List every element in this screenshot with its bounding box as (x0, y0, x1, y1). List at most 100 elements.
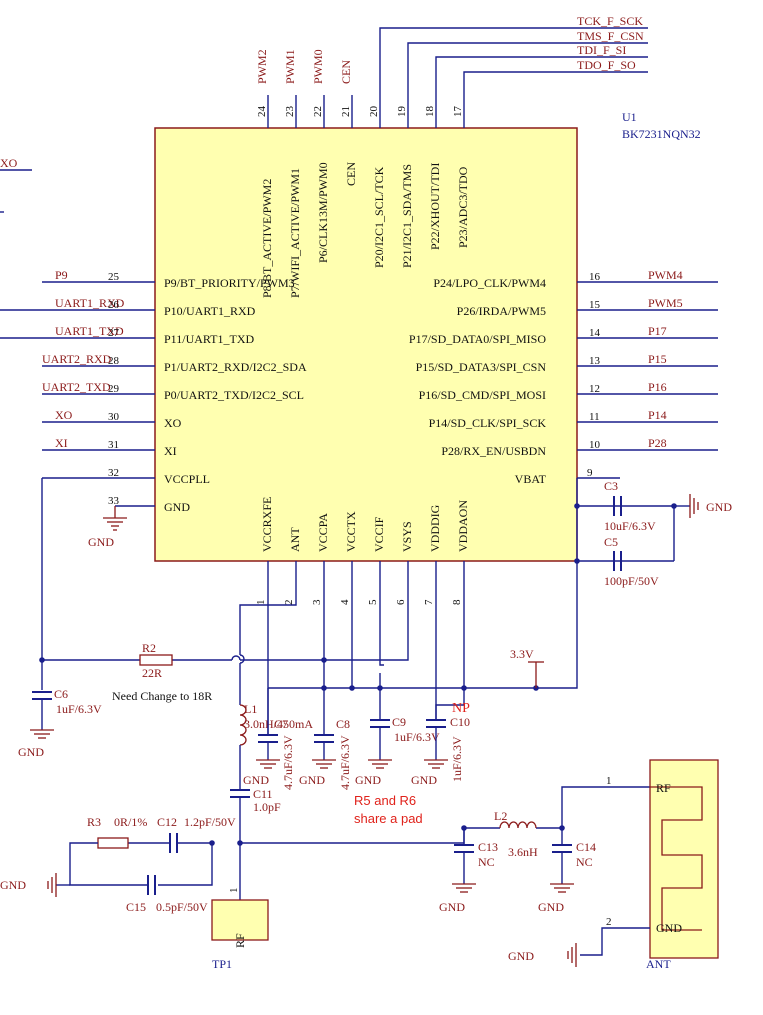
svg-text:XO: XO (55, 408, 73, 422)
pin-21: CEN 21 CEN (339, 60, 358, 186)
capacitor-c14: C14 NC GND (538, 828, 596, 914)
svg-text:23: 23 (284, 106, 296, 118)
svg-text:4.7uF/6.3V: 4.7uF/6.3V (338, 735, 352, 790)
svg-text:3.6nH: 3.6nH (508, 845, 538, 859)
svg-text:C6: C6 (54, 687, 68, 701)
pin-30: XO 30 XO (42, 408, 182, 430)
svg-text:R2: R2 (142, 641, 156, 655)
svg-text:PWM2: PWM2 (255, 49, 269, 84)
svg-text:CEN: CEN (344, 162, 358, 186)
svg-text:VCCTX: VCCTX (344, 511, 358, 552)
svg-text:P24/LPO_CLK/PWM4: P24/LPO_CLK/PWM4 (433, 276, 546, 290)
svg-text:7: 7 (423, 599, 435, 605)
gnd-symbol-right: GND (689, 494, 732, 518)
svg-text:GND: GND (508, 949, 534, 963)
svg-text:30: 30 (108, 411, 120, 423)
inductor-l1: L1 3.0nH/450mA (239, 702, 313, 790)
svg-text:32: 32 (108, 467, 119, 479)
pin-26: UART1_RXD 26 P10/UART1_RXD (0, 296, 256, 318)
svg-text:C15: C15 (126, 900, 146, 914)
svg-text:Need Change to 18R: Need Change to 18R (112, 689, 212, 703)
left-pins: P9 25 P9/BT_PRIORITY/PWM3 UART1_RXD 26 P… (0, 268, 307, 514)
svg-text:9: 9 (587, 467, 593, 479)
svg-text:0.5pF/50V: 0.5pF/50V (156, 900, 208, 914)
pin-13: P15/SD_DATA3/SPI_CSN 13 P15 (416, 352, 718, 374)
svg-text:P14: P14 (648, 408, 667, 422)
svg-text:XO: XO (0, 156, 18, 170)
pad-note: R5 and R6 share a pad (354, 793, 423, 826)
rf-feed (240, 786, 650, 844)
svg-text:VCCIF: VCCIF (372, 516, 386, 552)
svg-text:XI: XI (55, 436, 68, 450)
svg-text:GND: GND (299, 773, 325, 787)
svg-text:PWM4: PWM4 (648, 268, 683, 282)
svg-text:C3: C3 (604, 479, 618, 493)
svg-text:share a pad: share a pad (354, 811, 423, 826)
svg-text:TDI_F_SI: TDI_F_SI (577, 43, 626, 57)
svg-text:18: 18 (424, 106, 436, 118)
pin-12: P16/SD_CMD/SPI_MOSI 12 P16 (419, 380, 718, 402)
svg-text:ANT: ANT (646, 957, 671, 971)
svg-text:21: 21 (340, 106, 352, 117)
gnd-symbol-pin33: GND (88, 506, 127, 549)
resistor-r2: R2 22R Need Change to 18R (112, 641, 212, 703)
svg-text:GND: GND (538, 900, 564, 914)
svg-text:CEN: CEN (339, 60, 353, 84)
svg-text:P14/SD_CLK/SPI_SCK: P14/SD_CLK/SPI_SCK (429, 416, 547, 430)
svg-text:R5 and R6: R5 and R6 (354, 793, 416, 808)
svg-text:1: 1 (606, 775, 612, 787)
svg-text:1uF/6.3V: 1uF/6.3V (394, 730, 440, 744)
svg-text:GND: GND (439, 900, 465, 914)
svg-text:GND: GND (18, 745, 44, 759)
svg-text:P16/SD_CMD/SPI_MOSI: P16/SD_CMD/SPI_MOSI (419, 388, 546, 402)
svg-text:P11/UART1_TXD: P11/UART1_TXD (164, 332, 255, 346)
pin-31: XI 31 XI (42, 436, 177, 458)
svg-text:P10/UART1_RXD: P10/UART1_RXD (164, 304, 256, 318)
svg-text:VDDDIG: VDDDIG (428, 504, 442, 552)
svg-text:UART2_TXD: UART2_TXD (42, 380, 111, 394)
svg-text:3: 3 (311, 599, 323, 605)
pin-33: 33 GND (108, 495, 190, 514)
test-point-tp1: 1 RF TP1 (211, 888, 269, 971)
svg-text:4: 4 (339, 599, 351, 605)
capacitor-c6: C6 1uF/6.3V GND (18, 687, 102, 759)
pin-15: P26/IRDA/PWM5 15 PWM5 (457, 296, 718, 318)
svg-text:C9: C9 (392, 715, 406, 729)
capacitor-c12: C12 1.2pF/50V (157, 815, 236, 853)
svg-text:P28/RX_EN/USBDN: P28/RX_EN/USBDN (441, 444, 546, 458)
svg-text:VSYS: VSYS (400, 521, 414, 552)
svg-text:4.7uF/6.3V: 4.7uF/6.3V (281, 735, 295, 790)
svg-text:25: 25 (108, 271, 120, 283)
svg-text:RF: RF (656, 781, 671, 795)
svg-text:6: 6 (395, 599, 407, 605)
svg-text:27: 27 (108, 327, 120, 339)
svg-text:P26/IRDA/PWM5: P26/IRDA/PWM5 (457, 304, 546, 318)
svg-text:16: 16 (589, 271, 601, 283)
svg-text:P8/BT_ACTIVE/PWM2: P8/BT_ACTIVE/PWM2 (260, 179, 274, 298)
svg-text:22R: 22R (142, 666, 162, 680)
svg-text:VCCPLL: VCCPLL (164, 472, 210, 486)
pin-19: TMS_F_CSN 19 P21/I2C1_SDA/TMS (396, 29, 648, 268)
svg-text:1uF/6.3V: 1uF/6.3V (450, 736, 464, 782)
svg-text:P6/CLK13M/PWM0: P6/CLK13M/PWM0 (316, 162, 330, 263)
antenna-ant: RF GND 1 2 ANT (580, 759, 719, 971)
pin-27: UART1_TXD 27 P11/UART1_TXD (0, 324, 255, 346)
bottom-pins: VCCRXFE ANT VCCPA VCCTX VCCIF VSYS VDDDI… (255, 497, 470, 605)
pin-9: VBAT 9 (515, 467, 620, 486)
power-3v3: 3.3V (510, 647, 544, 688)
svg-text:33: 33 (108, 495, 120, 507)
svg-text:20: 20 (368, 106, 380, 118)
svg-text:P17/SD_DATA0/SPI_MISO: P17/SD_DATA0/SPI_MISO (409, 332, 546, 346)
svg-text:UART1_RXD: UART1_RXD (55, 296, 125, 310)
svg-text:UART1_TXD: UART1_TXD (55, 324, 124, 338)
svg-text:NC: NC (478, 855, 495, 869)
svg-text:3.0nH/450mA: 3.0nH/450mA (244, 717, 313, 731)
capacitor-c5: C5 100pF/50V (604, 535, 659, 588)
svg-text:10: 10 (589, 439, 601, 451)
svg-text:L1: L1 (244, 702, 257, 716)
pin-10: P28/RX_EN/USBDN 10 P28 (441, 436, 718, 458)
svg-text:C11: C11 (253, 787, 273, 801)
svg-text:C14: C14 (576, 840, 596, 854)
svg-text:C8: C8 (336, 717, 350, 731)
capacitor-c10: NP C10 1uF/6.3V GND (411, 688, 470, 787)
